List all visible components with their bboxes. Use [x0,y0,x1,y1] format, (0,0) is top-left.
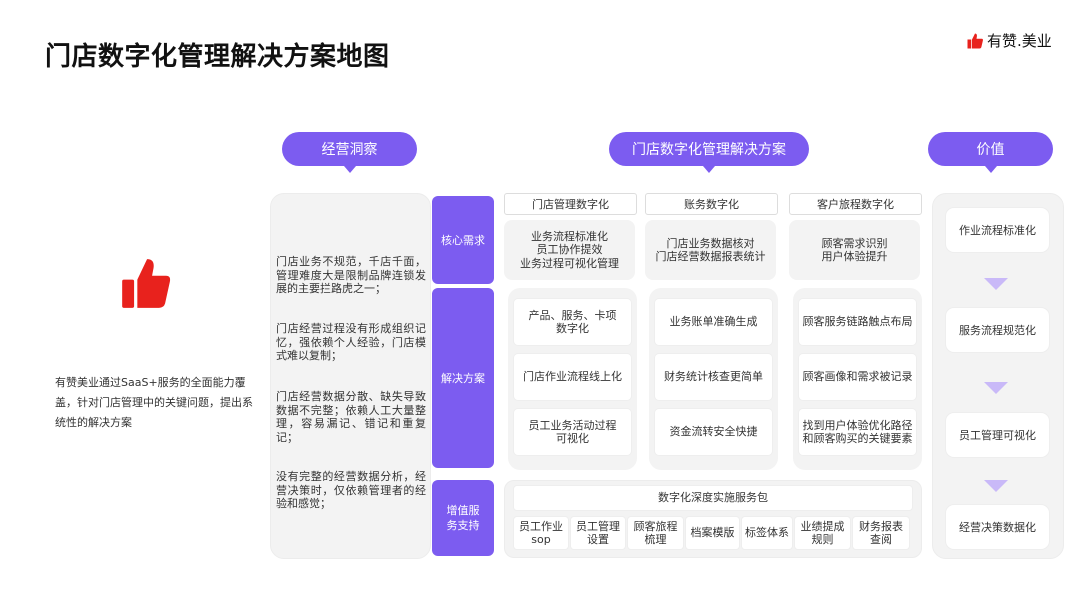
solution-card-line: 顾客画像和需求被记录 [802,370,913,384]
solution-card-line: 顾客服务链路触点布局 [802,315,913,329]
service-item: 档案模版 [686,517,739,549]
core-need-line: 业务过程可视化管理 [520,256,619,270]
core-need-line: 门店经营数据报表统计 [655,250,766,263]
solution-card: 顾客服务链路触点布局 [799,299,916,345]
issue-text-1: 门店业务不规范，千店千面，管理难度大是限制品牌连锁发展的主要拦路虎之一； [276,255,426,295]
solution-card: 业务账单准确生成 [655,299,772,345]
value-item: 作业流程标准化 [946,208,1049,252]
service-item: 员工作业 sop [514,517,568,549]
page-title: 门店数字化管理解决方案地图 [45,42,390,72]
row-label-solution: 解决方案 [432,288,494,468]
solution-card: 顾客画像和需求被记录 [799,354,916,400]
issue-text-3: 门店经营数据分散、缺失导致数据不完整；依赖人工大量整理，容易漏记、错记和重复记； [276,390,426,444]
service-item: 业绩提成 规则 [795,517,850,549]
core-need-line: 门店业务数据核对 [666,236,755,250]
core-need-line: 顾客需求识别 [821,236,888,250]
core-need-box: 顾客需求识别 用户体验提升 [789,220,920,280]
section-solution-map: 门店数字化管理解决方案 [609,132,809,173]
value-item: 服务流程规范化 [946,308,1049,352]
value-item: 经营决策数据化 [946,505,1049,549]
service-item-line: 规则 [811,533,834,546]
column-title: 账务数字化 [645,193,778,215]
brand-name: 有赞.美业 [987,32,1052,50]
section-value: 价值 [928,132,1053,173]
service-item: 财务报表 查阅 [853,517,909,549]
solution-card-line: 数字化 [556,322,589,335]
row-label-core: 核心需求 [432,196,494,284]
core-need-line: 用户体验提升 [821,250,888,263]
value-panel [932,193,1064,559]
solution-card-line: 财务统计核查更简单 [664,370,763,384]
solution-card-line: 业务账单准确生成 [669,315,758,329]
service-item-line: 档案模版 [690,526,735,540]
solution-card-line: 和顾客购买的关键要素 [802,432,913,445]
service-item: 员工管理 设置 [571,517,625,549]
row-label-service: 增值服务支持 [432,480,494,556]
chevron-down-icon [984,480,1008,492]
column-title: 客户旅程数字化 [789,193,922,215]
solution-card: 员工业务活动过程 可视化 [514,409,631,455]
core-need-box: 业务流程标准化 员工协作提效 业务过程可视化管理 [504,220,635,280]
service-item-line: 财务报表 [859,519,903,533]
solution-card-line: 门店作业流程线上化 [523,370,622,384]
chevron-down-icon [984,382,1008,394]
service-item-line: 梳理 [644,533,667,546]
service-item: 标签体系 [742,517,792,549]
intro-text: 有赞美业通过SaaS+服务的全面能力覆盖，针对门店管理中的关键问题，提出系统性的… [55,376,253,429]
solution-card: 门店作业流程线上化 [514,354,631,400]
service-package-title: 数字化深度实施服务包 [514,486,912,510]
issue-text-4: 没有完整的经营数据分析，经营决策时，仅依赖管理者的经验和感觉； [276,470,426,510]
service-item: 顾客旅程 梳理 [628,517,683,549]
thumbs-up-icon [122,259,171,308]
service-item-line: 顾客旅程 [633,519,678,533]
service-item-line: 标签体系 [745,526,789,540]
solution-card: 找到用户体验优化路径 和顾客购买的关键要素 [799,409,916,455]
service-item-line: 查阅 [870,533,892,546]
core-need-box: 门店业务数据核对 门店经营数据报表统计 [645,220,776,280]
service-item-line: 设置 [587,533,609,546]
core-need-line: 员工协作提效 [536,243,603,257]
solution-card: 财务统计核查更简单 [655,354,772,400]
solution-card: 资金流转安全快捷 [655,409,772,455]
solution-card-line: 资金流转安全快捷 [669,425,758,439]
solution-card-line: 员工业务活动过程 [528,418,617,432]
service-item-line: 业绩提成 [800,519,845,533]
row-label-service-text: 增值服务支持 [446,504,480,532]
thumbs-up-icon [967,33,983,48]
brand-logo: 有赞.美业 [966,30,1052,51]
service-item-line: sop [531,533,551,546]
solution-card: 产品、服务、卡项 数字化 [514,299,631,345]
value-item: 员工管理可视化 [946,413,1049,457]
solution-card-line: 可视化 [556,432,589,445]
insight-panel [270,193,431,559]
solution-card-line: 找到用户体验优化路径 [802,418,913,432]
issue-text-2: 门店经营过程没有形成组织记忆，强依赖个人经验，门店模式难以复制； [276,322,426,362]
column-title: 门店管理数字化 [504,193,637,215]
chevron-down-icon [984,278,1008,290]
core-need-line: 业务流程标准化 [531,229,608,243]
service-item-line: 员工管理 [576,519,620,533]
service-item-line: 员工作业 [519,519,563,533]
section-insight: 经营洞察 [282,132,417,173]
solution-card-line: 产品、服务、卡项 [528,308,617,322]
